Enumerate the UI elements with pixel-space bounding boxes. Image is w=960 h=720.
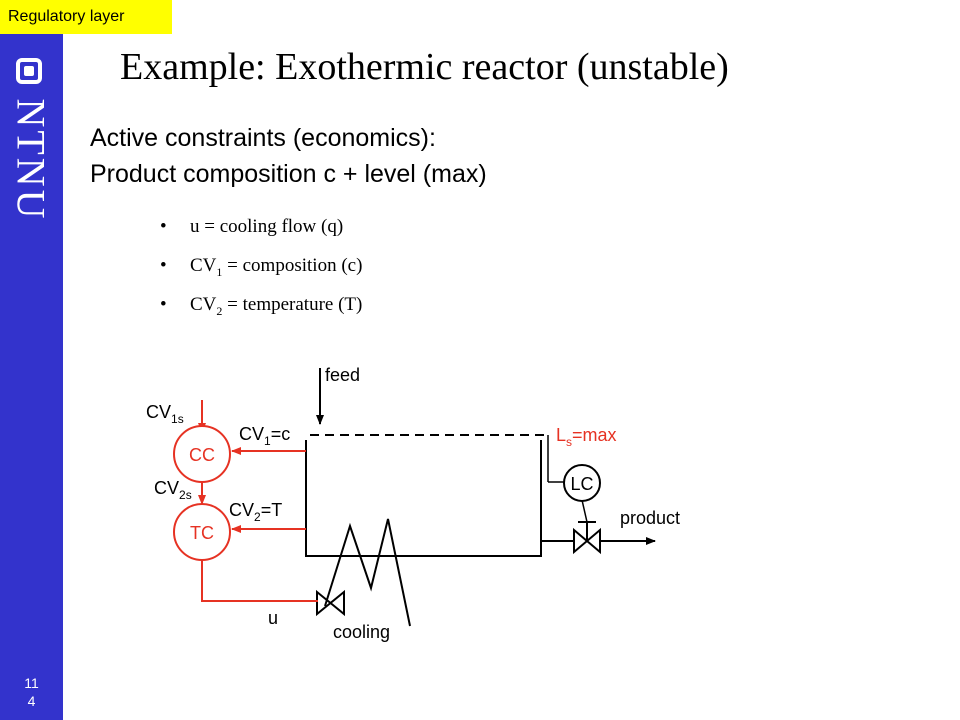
cv2-label: CV2=T xyxy=(229,500,282,524)
bullet-text: u = cooling flow (q) xyxy=(190,216,344,237)
bullet-item: • CV2 = temperature (T) xyxy=(160,294,362,333)
level-setpoint-label: Ls=max xyxy=(556,425,617,449)
bullet-dot-icon: • xyxy=(160,294,167,315)
cc-label: CC xyxy=(189,445,215,465)
cooling-label: cooling xyxy=(333,622,390,642)
bullet-text: CV xyxy=(190,255,217,276)
bullet-text: = composition (c) xyxy=(222,255,363,276)
bullet-text: = temperature (T) xyxy=(222,294,363,315)
tc-label: TC xyxy=(190,523,214,543)
page-title: Example: Exothermic reactor (unstable) xyxy=(120,46,729,88)
page-number: 11 4 xyxy=(0,674,63,710)
subtitle: Active constraints (economics): Product … xyxy=(90,120,487,192)
bullet-list: •u = cooling flow (q) •CV1 = composition… xyxy=(160,216,362,333)
lc-label: LC xyxy=(570,474,593,494)
reactor-vessel xyxy=(305,440,542,557)
sidebar: NTNU 11 4 xyxy=(0,0,63,720)
u-label: u xyxy=(268,608,278,628)
bullet-dot-icon: • xyxy=(160,255,167,276)
subtitle-line-2: Product composition c + level (max) xyxy=(90,160,487,188)
tc-output-line xyxy=(201,560,318,602)
lc-controller xyxy=(563,464,601,502)
product-valve-icon xyxy=(573,521,601,555)
bullet-text: CV xyxy=(190,294,217,315)
ntnu-logo-icon xyxy=(16,58,42,84)
bullet-dot-icon: • xyxy=(160,216,167,237)
page-number-line1: 11 xyxy=(24,675,39,691)
page-number-line2: 4 xyxy=(27,693,36,709)
cv2s-label: CV2s xyxy=(154,478,192,502)
subtitle-line-1: Active constraints (economics): xyxy=(90,124,436,152)
bullet-subscript: 2 xyxy=(216,303,223,318)
bullet-subscript: 1 xyxy=(216,264,223,279)
cv1s-label: CV1s xyxy=(146,402,184,426)
cv1-label: CV1=c xyxy=(239,424,290,448)
product-label: product xyxy=(620,508,680,528)
bullet-item: • CV1 = composition (c) xyxy=(160,255,362,294)
bullet-item: • u = cooling flow (q) xyxy=(160,216,362,255)
cooling-coil xyxy=(324,518,411,627)
section-tag: Regulatory layer xyxy=(0,0,172,34)
feed-label: feed xyxy=(325,365,360,385)
lc-output-line xyxy=(581,499,588,523)
cooling-valve-icon xyxy=(316,589,345,617)
